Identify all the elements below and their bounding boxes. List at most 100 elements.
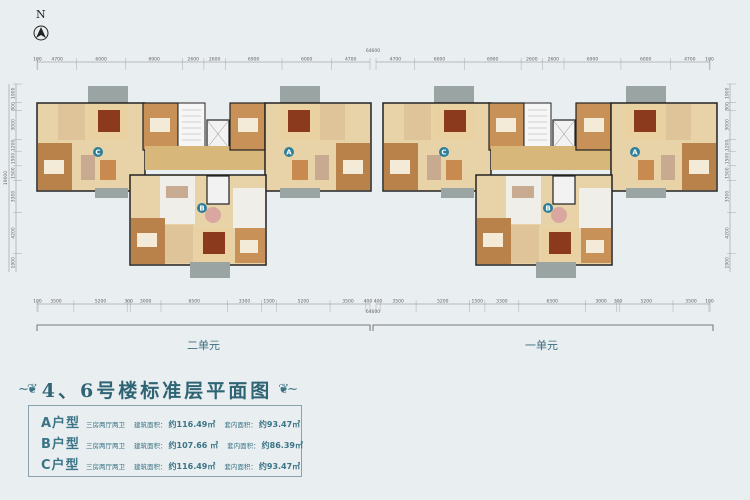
compass-north-label: N bbox=[36, 8, 46, 21]
dimension-label: 1500 bbox=[263, 299, 275, 305]
dimension-label: 400 bbox=[374, 299, 383, 305]
dimension-label: 3300 bbox=[496, 299, 508, 305]
dimension-label: 3000 bbox=[11, 119, 17, 131]
dimension-label: 1500 bbox=[472, 299, 484, 305]
type-row-c: C户型 三房两厅两卫 建筑面积： 约116.49㎡ 套内面积： 约93.47㎡ bbox=[41, 454, 309, 473]
dimension-label: 1500 bbox=[725, 167, 731, 179]
type-row-a: A户型 三房两厅两卫 建筑面积： 约116.49㎡ 套内面积： 约93.47㎡ bbox=[41, 412, 309, 431]
dimension-label: 100 bbox=[33, 299, 42, 305]
unit-2-label: 二单元 bbox=[187, 339, 220, 352]
dimension-label: 3300 bbox=[725, 191, 731, 203]
unit-badge-c: C bbox=[441, 149, 446, 157]
dimension-label: 6900 bbox=[148, 57, 160, 63]
type-name: C户型 bbox=[41, 458, 80, 473]
dimension-label: 1900 bbox=[725, 87, 731, 99]
type-name: B户型 bbox=[41, 437, 80, 452]
title-row: ~❦ 4、6号楼标准层平面图 ❦~ bbox=[18, 376, 298, 403]
plan-unit-1 bbox=[382, 85, 718, 279]
dimension-label: 300 bbox=[124, 299, 133, 305]
dimension-label: 3000 bbox=[725, 119, 731, 131]
page-title: 4、6号楼标准层平面图 bbox=[41, 380, 273, 402]
dimension-label: 5200 bbox=[641, 299, 653, 305]
unit-badge-b: B bbox=[545, 205, 550, 213]
dimension-label: 6900 bbox=[487, 57, 499, 63]
dimension-label: 1500 bbox=[725, 153, 731, 165]
dimension-label: 100 bbox=[705, 57, 714, 63]
area-label: 建筑面积： bbox=[134, 463, 167, 471]
dimension-label: 1500 bbox=[11, 167, 17, 179]
unit-type-table: A户型 三房两厅两卫 建筑面积： 约116.49㎡ 套内面积： 约93.47㎡ … bbox=[28, 405, 303, 477]
dimension-label: 2600 bbox=[526, 57, 538, 63]
dimension-label: 6000 bbox=[301, 57, 313, 63]
dimension-label: 3300 bbox=[239, 299, 251, 305]
dimension-label: 3500 bbox=[342, 299, 354, 305]
type-layout: 三房两厅两卫 bbox=[86, 421, 125, 429]
inner-area-label: 套内面积： bbox=[224, 421, 257, 429]
dimension-label: 800 bbox=[725, 102, 731, 111]
inner-area-label: 套内面积： bbox=[227, 442, 260, 450]
type-name: A户型 bbox=[41, 416, 81, 431]
unit-badge-a: A bbox=[286, 149, 292, 157]
dimension-label: 3500 bbox=[50, 299, 62, 305]
dimension-label: 2600 bbox=[209, 57, 221, 63]
dimension-label: 4700 bbox=[684, 57, 696, 63]
inner-area-label: 套内面积： bbox=[224, 463, 257, 471]
dimension-label: 1200 bbox=[11, 140, 17, 152]
dimension-label: 3500 bbox=[685, 299, 697, 305]
dimension-label: 5200 bbox=[437, 299, 449, 305]
dimension-label: 2600 bbox=[187, 57, 199, 63]
type-row-b: B户型 三房两厅两卫 建筑面积： 约107.66 ㎡ 套内面积： 约86.39㎡ bbox=[41, 433, 312, 452]
unit-badge-b: B bbox=[199, 205, 204, 213]
dimension-total: 64600 bbox=[366, 309, 380, 315]
dimension-label: 4700 bbox=[51, 57, 63, 63]
dimension-label: 2600 bbox=[548, 57, 560, 63]
dimension-label: 4700 bbox=[345, 57, 357, 63]
dimension-label: 6500 bbox=[547, 299, 559, 305]
dimension-total: 64600 bbox=[366, 48, 380, 54]
inner-area-value: 约93.47㎡ bbox=[258, 420, 301, 429]
dimension-label: 400 bbox=[364, 299, 373, 305]
dimension-label: 1900 bbox=[725, 257, 731, 269]
area-label: 建筑面积： bbox=[134, 442, 167, 450]
dimension-label: 4200 bbox=[725, 227, 731, 239]
dimension-label: 6000 bbox=[434, 57, 446, 63]
floor-plan: C A B C A B 100 4700 6000 6900 2600 2600 6900 6000 47… bbox=[3, 25, 736, 331]
area-label: 建筑面积： bbox=[134, 421, 167, 429]
dimension-label: 6900 bbox=[587, 57, 599, 63]
ornament-right-icon: ❦~ bbox=[278, 382, 298, 397]
dimension-label: 5200 bbox=[95, 299, 107, 305]
type-layout: 三房两厅两卫 bbox=[86, 442, 125, 450]
dimension-label: 1200 bbox=[725, 140, 731, 152]
unit-badge-c: C bbox=[95, 149, 100, 157]
dimension-label: 6500 bbox=[189, 299, 201, 305]
dimension-label: 100 bbox=[33, 57, 42, 63]
plan-unit-2 bbox=[36, 85, 372, 279]
dimension-label: 6000 bbox=[640, 57, 652, 63]
area-value: 约107.66 ㎡ bbox=[168, 441, 219, 450]
dimension-total: 19000 bbox=[3, 171, 9, 185]
dimension-label: 3000 bbox=[140, 299, 152, 305]
area-value: 约116.49㎡ bbox=[168, 420, 216, 429]
dimension-label: 1900 bbox=[11, 257, 17, 269]
dimension-label: 300 bbox=[614, 299, 623, 305]
dimension-label: 5200 bbox=[298, 299, 310, 305]
unit-brackets bbox=[36, 324, 714, 331]
dimension-label: 3500 bbox=[392, 299, 404, 305]
unit-badge-a: A bbox=[632, 149, 638, 157]
dimension-label: 1500 bbox=[11, 153, 17, 165]
dimension-label: 100 bbox=[705, 299, 714, 305]
dimension-label: 4700 bbox=[390, 57, 402, 63]
inner-area-value: 约86.39㎡ bbox=[261, 441, 303, 450]
dimension-label: 3000 bbox=[595, 299, 607, 305]
compass-icon bbox=[33, 25, 49, 41]
dimension-label: 6000 bbox=[95, 57, 107, 63]
dimension-label: 3300 bbox=[11, 191, 17, 203]
ornament-left-icon: ~❦ bbox=[18, 382, 38, 397]
area-value: 约116.49㎡ bbox=[168, 462, 216, 471]
unit-1-label: 一单元 bbox=[525, 339, 558, 352]
inner-area-value: 约93.47㎡ bbox=[258, 462, 301, 471]
dimension-label: 6900 bbox=[248, 57, 260, 63]
dimension-label: 1900 bbox=[11, 87, 17, 99]
dimension-label: 800 bbox=[11, 102, 17, 111]
dimension-label: 4200 bbox=[11, 227, 17, 239]
